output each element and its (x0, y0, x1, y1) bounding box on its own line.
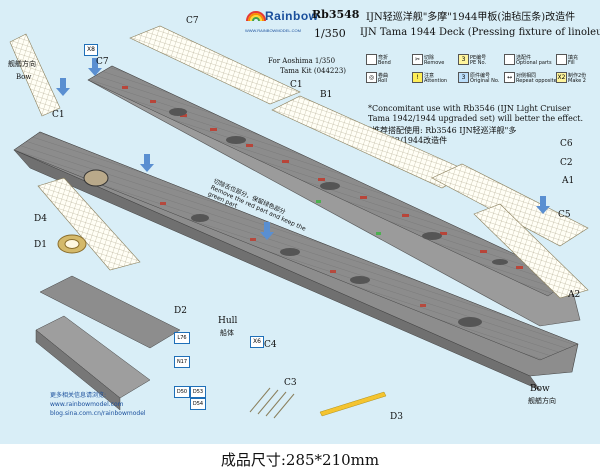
legend-label: PE No. (470, 60, 487, 66)
label-bow-left: Bow (16, 73, 32, 81)
badge-d53: D53 (190, 386, 206, 398)
label-c7: C7 (96, 57, 109, 67)
bend-icon (366, 54, 377, 65)
make-two-icon: X2 (556, 72, 567, 83)
legend-label: 填充 (568, 55, 579, 61)
label-hull: Hull (218, 316, 238, 326)
product-code: Rb3548 (312, 8, 360, 21)
legend-label: Optional parts (516, 60, 552, 66)
rainbow-logo: Rainbow WWW.RAINBOWMODEL.COM (245, 6, 318, 38)
label-c7-top: C7 (186, 16, 199, 26)
label-a2: A2 (568, 290, 581, 300)
legend-label: Fill (568, 60, 575, 66)
guide-arrows (56, 58, 550, 240)
brand-name: Rainbow (265, 9, 319, 23)
badge-d50: D50 (174, 386, 190, 398)
attention-icon: ! (412, 72, 423, 83)
label-d3: D3 (390, 412, 403, 422)
d2-part (39, 275, 181, 349)
label-bow-right: Bow (530, 384, 550, 394)
fill-icon (556, 54, 567, 65)
repeat-opposite-icon: ↔ (504, 72, 515, 83)
badge-d54: D54 (190, 398, 206, 410)
badge-n17: N17 (174, 356, 190, 368)
legend: 弯折 Bend ✂ 切除 Remove 3 PE编号 PE No. 选配件 Op… (366, 54, 596, 94)
legend-label: 原件编号 (470, 73, 491, 79)
label-d4: D4 (34, 214, 47, 224)
legend-label: Original No. (470, 78, 500, 84)
legend-label: 制作2份 (568, 73, 587, 79)
concomitant-note-en: *Concomitant use with Rb3546 (IJN Light … (368, 104, 584, 123)
info-line-1: 更多相关信息请浏览: (50, 392, 107, 399)
finished-size: 成品尺寸:285*210mm (220, 451, 380, 469)
title-cn: IJN轻巡洋舰"多摩"1944甲板(油毡压条)改造件 (366, 12, 576, 23)
remove-icon: ✂ (412, 54, 423, 65)
label-c4: C4 (264, 340, 277, 350)
hull-assembly (13, 131, 579, 391)
legend-label: 注意 (424, 73, 435, 79)
label-c3: C3 (284, 378, 297, 388)
info-box: 更多相关信息请浏览: www.rainbowmodel.com blog.sin… (50, 390, 160, 428)
footer: 成品尺寸:285*210mm (0, 444, 600, 472)
scale: 1/350 (314, 27, 346, 40)
roll-icon: ◎ (366, 72, 377, 83)
legend-label: PE编号 (470, 55, 487, 61)
d1-photo-etch (57, 234, 87, 254)
d3-strip (319, 391, 387, 417)
original-number-icon: 3 (458, 72, 469, 83)
a2-photo-etch (473, 203, 589, 299)
optional-parts-icon (504, 54, 515, 65)
title-en: IJN Tama 1944 Deck (Pressing fixture of … (360, 27, 600, 38)
kit-name: Tama Kit (044223) (280, 67, 347, 75)
legend-label: Repeat opposite (516, 78, 557, 84)
rainbow-arc-icon (246, 11, 266, 22)
info-line-3: blog.sina.com.cn/rainbowmodel (50, 410, 146, 417)
label-bow-cn-left: 舰艏方向 (8, 60, 36, 68)
kit-label: For Aoshima 1/350 (268, 57, 336, 65)
pe-number-icon: 3 (458, 54, 469, 65)
assembly-illustration (9, 25, 589, 419)
info-line-2: www.rainbowmodel.com (50, 401, 124, 408)
legend-label: 卷曲 (378, 73, 389, 79)
legend-label: 弯折 (378, 55, 389, 61)
c7-photo-etch (129, 25, 301, 105)
label-d2: D2 (174, 306, 187, 316)
legend-label: Bend (378, 60, 391, 66)
legend-label: Roll (378, 78, 388, 84)
legend-label: 切除 (424, 55, 435, 61)
label-c5: C5 (558, 210, 571, 220)
brand-url: WWW.RAINBOWMODEL.COM (245, 28, 301, 33)
legend-label: Remove (424, 60, 445, 66)
legend-label: Make 2 (568, 78, 586, 84)
c1-left-photo-etch (9, 33, 61, 117)
badge-x6: X6 (250, 336, 264, 348)
legend-label: Attention (424, 78, 448, 84)
upper-deck-assembly (87, 65, 581, 327)
legend-label: 对侧相同 (516, 73, 537, 79)
label-c2: C2 (560, 158, 573, 168)
badge-x8: X8 (84, 44, 98, 56)
label-bow-cn-right: 舰艏方向 (528, 397, 556, 405)
badge-l76: L76 (174, 332, 190, 344)
label-hull-cn: 船体 (220, 329, 234, 337)
label-b1: B1 (320, 90, 333, 100)
label-a1: A1 (562, 176, 575, 186)
label-c1-left: C1 (52, 110, 65, 120)
label-d1: D1 (34, 240, 47, 250)
label-c6: C6 (560, 139, 573, 149)
c3-strips (249, 387, 295, 419)
label-c1: C1 (290, 80, 303, 90)
legend-label: 选配件 (516, 55, 532, 61)
concomitant-note-cn: *推荐搭配使用: Rb3546 IJN轻巡洋舰"多摩"1942/1944改造件 (368, 126, 517, 145)
